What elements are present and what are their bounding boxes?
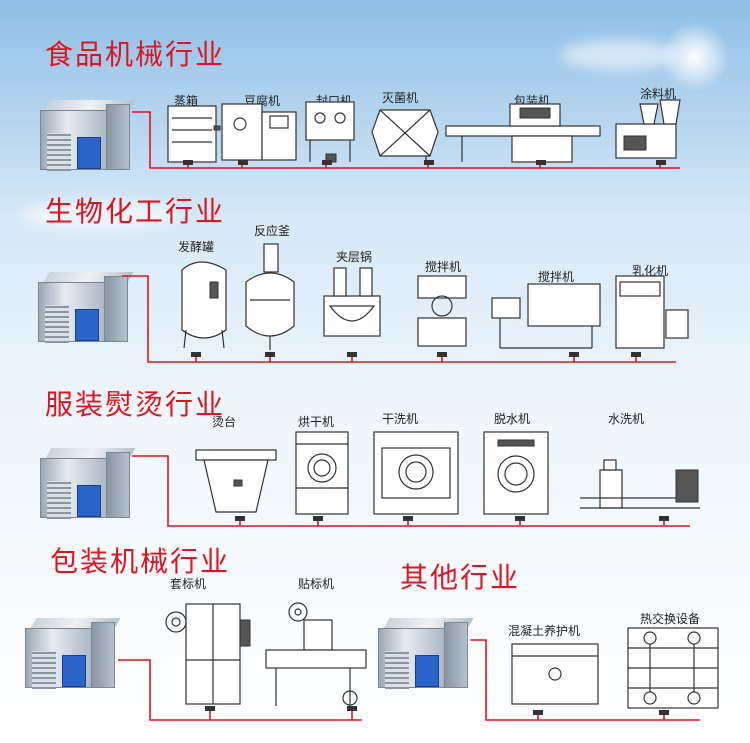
equipment-label: 热交换设备 [640, 612, 701, 626]
equipment-label: 水洗机 [608, 412, 645, 426]
valve-icon [533, 710, 669, 715]
valve-icon [183, 160, 666, 165]
valve-icon [191, 352, 641, 357]
equipment-label: 乳化机 [632, 264, 669, 278]
equipment-label: 混凝土养护机 [508, 624, 581, 638]
cloud [20, 200, 180, 230]
equipment-label: 搅拌机 [538, 270, 575, 284]
equipment-label: 干洗机 [382, 412, 419, 426]
equipment-label: 反应釜 [254, 224, 291, 238]
cloud [560, 40, 680, 70]
steam-boiler-icon [40, 448, 136, 519]
equipment-label: 发酵罐 [178, 240, 215, 254]
valve-icon [205, 706, 357, 711]
equipment-label: 蒸箱 [174, 94, 199, 108]
steam-boiler-icon [378, 618, 474, 689]
equipment-label: 夹层锅 [336, 250, 373, 264]
food-industry-title: 食品机械行业 [45, 38, 226, 71]
equipment-label: 脱水机 [494, 412, 531, 426]
equipment-label: 烫台 [212, 415, 237, 429]
packaging-industry-title: 包装机械行业 [50, 545, 231, 578]
equipment-label: 搅拌机 [425, 260, 462, 274]
equipment-label: 涂料机 [640, 87, 677, 101]
other-industry-title: 其他行业 [400, 561, 521, 594]
steam-boiler-icon [40, 100, 136, 171]
equipment-label: 灭菌机 [382, 91, 419, 105]
steam-boiler-icon [25, 618, 121, 689]
valve-icon [235, 516, 669, 521]
equipment-label: 烘干机 [298, 415, 335, 429]
steam-boiler-icon [38, 272, 134, 343]
equipment-label: 贴标机 [298, 577, 335, 591]
bio-industry-title: 生物化工行业 [45, 195, 226, 228]
garment-industry-title: 服装熨烫行业 [45, 388, 226, 421]
equipment-label: 套标机 [170, 577, 207, 591]
